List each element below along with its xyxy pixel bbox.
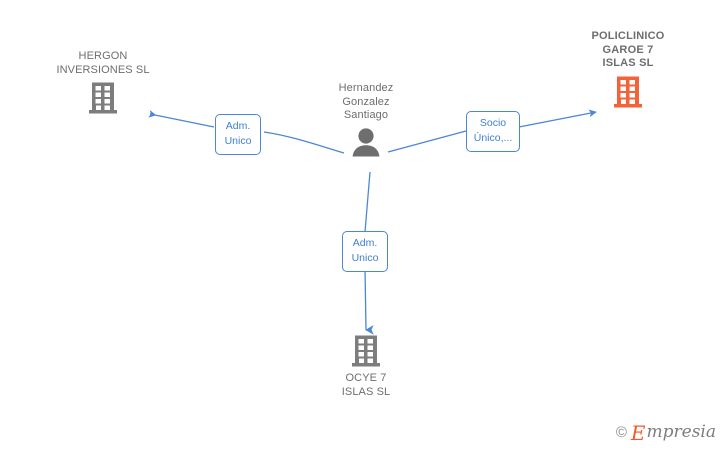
brand-initial: E: [630, 421, 646, 445]
empresia-watermark: © E mpresia: [615, 421, 717, 445]
person-icon: [352, 127, 380, 156]
node-ocye-7-islas-sl[interactable]: OCYE 7 ISLAS SL: [291, 334, 441, 399]
node-hernandez-gonzalez-santiago[interactable]: Hernandez Gonzalez Santiago: [291, 82, 441, 157]
edge-label-adm-unico-hergon[interactable]: Adm. Unico: [215, 114, 261, 155]
edge-label-adm-unico-ocye[interactable]: Adm. Unico: [342, 231, 388, 272]
building-icon: [352, 335, 380, 367]
building-icon: [614, 76, 642, 107]
node-policlinico-garoe-7-islas-sl[interactable]: POLICLINICO GAROE 7 ISLAS SL: [553, 30, 703, 109]
copyright-icon: ©: [615, 423, 627, 441]
edge-label-socio-unico-policlinico[interactable]: Socio Único,...: [466, 111, 520, 152]
brand-name: mpresia: [646, 421, 717, 442]
node-hergon-inversiones-sl[interactable]: HERGON INVERSIONES SL: [28, 50, 178, 115]
node-label-policlinico: POLICLINICO GAROE 7 ISLAS SL: [591, 30, 665, 69]
node-label-hergon: HERGON INVERSIONES SL: [56, 50, 150, 76]
building-icon: [89, 82, 117, 114]
node-label-ocye: OCYE 7 ISLAS SL: [341, 372, 391, 398]
node-label-person: Hernandez Gonzalez Santiago: [338, 82, 394, 121]
